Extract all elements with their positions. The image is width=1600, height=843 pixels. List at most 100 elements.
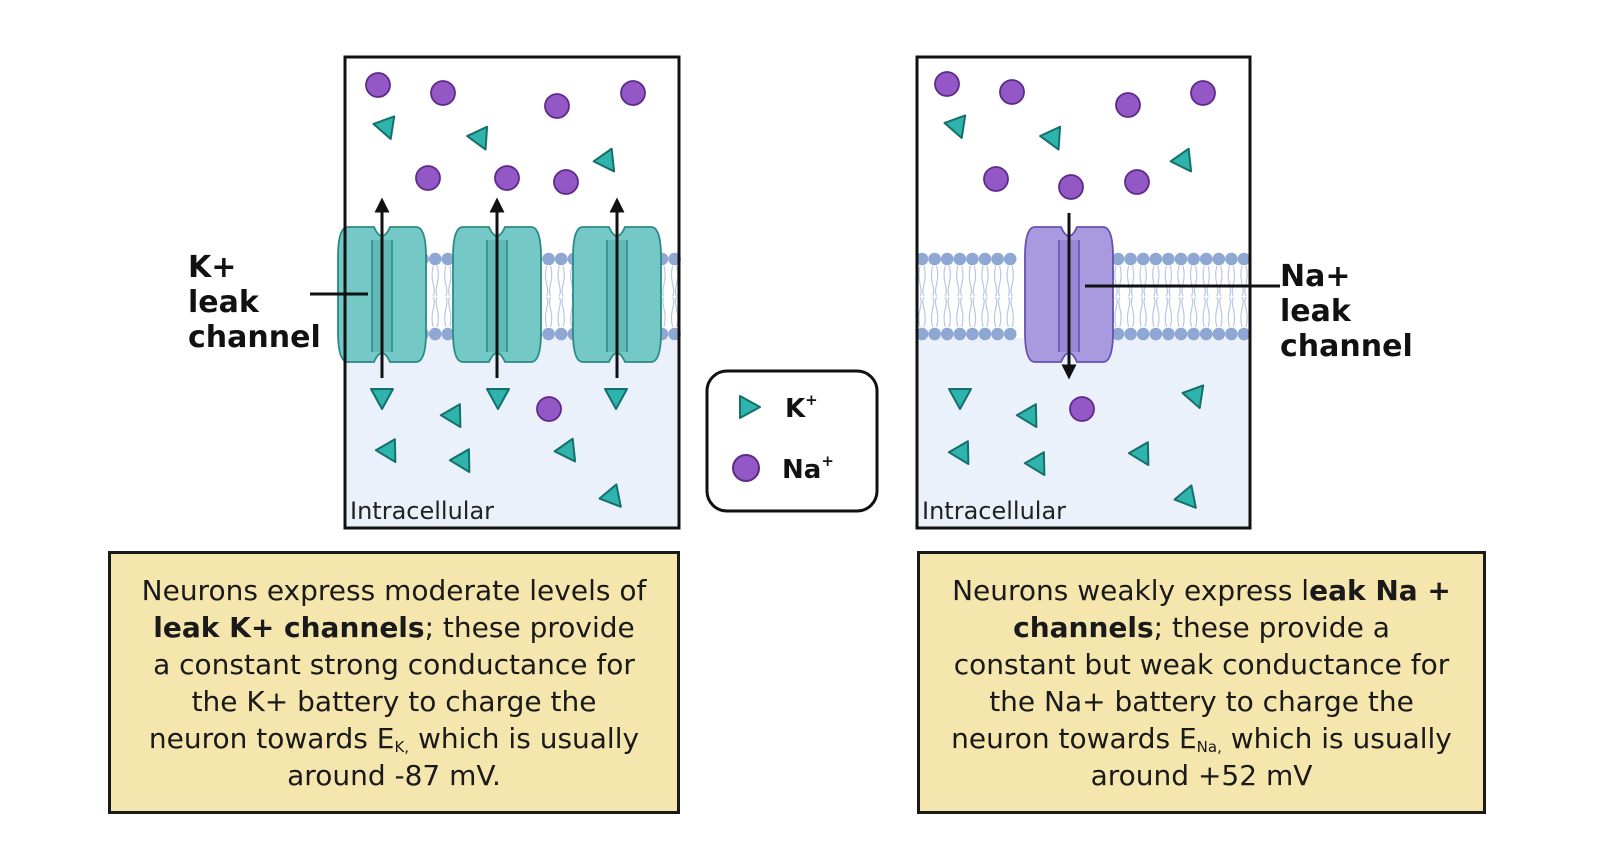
lipid-tail <box>1143 296 1147 328</box>
lipid-tail <box>1118 265 1122 297</box>
lipid-tail <box>1193 296 1198 328</box>
lipid-tail <box>947 265 951 297</box>
lipid-tail <box>561 265 565 297</box>
lipid-tail <box>1227 296 1232 328</box>
lipid-tail <box>548 296 553 328</box>
lipid-tail <box>1240 265 1244 297</box>
lipid-tail <box>444 265 448 297</box>
lipid-tail <box>1231 296 1236 328</box>
lipid-head <box>1225 327 1238 341</box>
potassium-legend-label: K+ <box>785 391 818 424</box>
lipid-head <box>1187 327 1200 341</box>
lipid-head <box>441 327 455 341</box>
lipid-tail <box>947 296 951 328</box>
leak-channel <box>452 197 542 378</box>
lipid-tail <box>1206 265 1210 297</box>
lipid-head <box>978 252 992 266</box>
sodium-ion <box>999 79 1025 105</box>
lipid-head <box>1237 327 1251 341</box>
left-intracellular-region <box>345 338 679 528</box>
lipid-tail <box>662 265 666 297</box>
lipid-tail <box>997 265 1002 297</box>
lipid-tail <box>1126 296 1131 328</box>
lipid-tail <box>943 265 947 297</box>
lipid-tail <box>1202 296 1206 328</box>
lipid-head <box>428 252 442 266</box>
lipid-tail <box>674 296 679 328</box>
lipid-tail <box>1010 265 1014 297</box>
right-panel: Intracellular Na+ leak channel <box>915 55 1413 530</box>
right-note: Neurons weakly express leak Na + channel… <box>917 551 1486 814</box>
lipid-tail <box>557 296 561 328</box>
lipid-tail <box>557 265 561 297</box>
lipid-tail <box>448 265 452 297</box>
lipid-tail <box>956 265 960 297</box>
lipid-tail <box>435 296 439 328</box>
lipid-head <box>953 327 967 341</box>
sodium-ion <box>1058 174 1084 200</box>
lipid-tail <box>981 265 985 297</box>
lipid-tail <box>997 296 1002 328</box>
lipid-head <box>554 327 568 341</box>
lipid-tail <box>1240 296 1244 328</box>
lipid-head <box>554 252 568 266</box>
lipid-tail <box>1244 265 1248 297</box>
right-intracellular-label: Intracellular <box>922 497 1066 525</box>
lipid-tail <box>662 296 666 328</box>
sodium-ion <box>544 93 570 119</box>
lipid-tail <box>960 296 964 328</box>
sodium-legend-icon <box>732 454 760 482</box>
lipid-tail <box>993 296 998 328</box>
lipid-head <box>940 252 954 266</box>
lipid-tail <box>444 296 448 328</box>
sodium-ion <box>1124 169 1150 195</box>
right-note-text: Neurons weakly express leak Na + channel… <box>951 573 1452 792</box>
sodium-ion <box>1190 80 1216 106</box>
lipid-tail <box>670 265 675 297</box>
lipid-tail <box>1231 265 1236 297</box>
lipid-tail <box>1126 265 1131 297</box>
lipid-tail <box>1189 296 1194 328</box>
lipid-tail <box>1152 296 1156 328</box>
lipid-head <box>1124 327 1137 341</box>
lipid-tail <box>985 296 989 328</box>
right-ions <box>934 71 1216 516</box>
lipid-tail <box>930 265 935 297</box>
lipid-head <box>953 252 967 266</box>
sodium-ion <box>494 165 520 191</box>
lipid-head <box>915 252 929 266</box>
potassium-ion <box>943 114 974 143</box>
lipid-tail <box>981 296 985 328</box>
lipid-tail <box>1164 296 1169 328</box>
lipid-tail <box>930 296 935 328</box>
sodium-legend-label: Na+ <box>782 452 834 485</box>
lipid-tail <box>1139 265 1143 297</box>
lipid-head <box>991 327 1004 341</box>
lipid-tail <box>1193 265 1198 297</box>
sodium-ion <box>1069 396 1095 422</box>
lipid-head <box>1237 252 1251 266</box>
lipid-head <box>915 327 929 341</box>
lipid-tail <box>544 296 549 328</box>
lipid-tail <box>1118 296 1122 328</box>
lipid-head <box>428 327 442 341</box>
sodium-ion <box>1115 92 1141 118</box>
lipid-tail <box>1010 296 1014 328</box>
ion-legend: K+ Na+ <box>705 369 879 513</box>
sodium-ion <box>415 165 441 191</box>
lipid-tail <box>548 265 553 297</box>
lipid-head <box>441 252 455 266</box>
left-intracellular-label: Intracellular <box>350 497 494 525</box>
lipid-head <box>928 252 941 266</box>
lipid-tail <box>1219 296 1223 328</box>
lipid-head <box>1212 252 1226 266</box>
lipid-tail <box>561 296 565 328</box>
lipid-tail <box>1181 296 1185 328</box>
sodium-ion <box>553 169 579 195</box>
lipid-head <box>1149 327 1163 341</box>
lipid-head <box>1149 252 1163 266</box>
lipid-tail <box>1202 265 1206 297</box>
lipid-head <box>1199 252 1213 266</box>
lipid-tail <box>1181 265 1185 297</box>
lipid-tail <box>1156 296 1160 328</box>
